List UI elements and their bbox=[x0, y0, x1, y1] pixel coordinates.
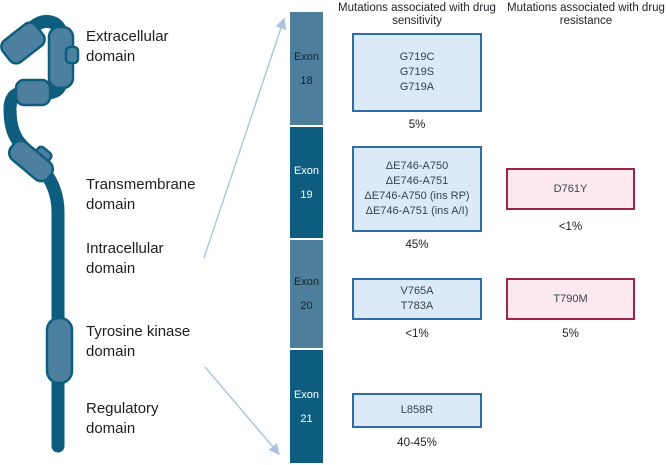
sensitivity-box-exon-21: L858R bbox=[352, 393, 482, 428]
exon-18-segment: Exon 18 bbox=[290, 12, 323, 125]
header-drug-resistance: Mutations associated with drug resistanc… bbox=[507, 2, 665, 27]
sensitivity-box-exon-20: V765A T783A bbox=[352, 278, 482, 320]
exon-number: 21 bbox=[300, 412, 313, 425]
frequency-exon-19-sensitivity: 45% bbox=[405, 239, 429, 251]
extracellular-domain-blob-3 bbox=[14, 78, 52, 107]
label-intracellular-domain: Intracellular domain bbox=[86, 240, 164, 277]
exon-bar: Exon 18 Exon 19 Exon 20 Exon 21 bbox=[290, 12, 323, 463]
exon-word: Exon bbox=[293, 388, 320, 401]
frequency-exon-20-resistance: 5% bbox=[562, 328, 579, 340]
protein-structure-icon bbox=[0, 14, 80, 453]
frequency-exon-20-sensitivity: <1% bbox=[405, 328, 429, 340]
exon-number: 18 bbox=[300, 74, 313, 87]
frequency-exon-19-resistance: <1% bbox=[558, 221, 583, 233]
exon-number: 19 bbox=[300, 188, 313, 201]
frequency-exon-18-sensitivity: 5% bbox=[408, 119, 426, 131]
header-drug-sensitivity: Mutations associated with drug sensitivi… bbox=[338, 2, 496, 27]
sensitivity-box-exon-18: G719C G719S G719A bbox=[352, 33, 482, 112]
arrow-up-icon bbox=[203, 17, 287, 259]
label-transmembrane-domain: Transmembrane domain bbox=[86, 176, 196, 213]
exon-20-segment: Exon 20 bbox=[290, 240, 323, 348]
exon-number: 20 bbox=[300, 300, 313, 312]
extracellular-domain-blob bbox=[0, 21, 46, 65]
transmembrane-domain-blob bbox=[7, 139, 55, 183]
exon-word: Exon bbox=[293, 164, 320, 177]
arrow-down-icon bbox=[204, 366, 280, 456]
label-regulatory-domain: Regulatory domain bbox=[86, 400, 159, 437]
label-tyrosine-kinase-domain: Tyrosine kinase domain bbox=[86, 323, 191, 360]
exon-word: Exon bbox=[293, 50, 320, 63]
sensitivity-box-exon-19: ΔE746-A750 ΔE746-A751 ΔE746-A750 (ins RP… bbox=[352, 146, 482, 232]
frequency-exon-21-sensitivity: 40-45% bbox=[397, 437, 437, 449]
receptor-ligand-notch bbox=[64, 45, 80, 65]
resistance-box-exon-19: D761Y bbox=[506, 168, 635, 210]
exon-21-segment: Exon 21 bbox=[290, 350, 323, 463]
tyrosine-kinase-domain-blob bbox=[45, 316, 74, 385]
resistance-box-exon-20: T790M bbox=[506, 278, 635, 320]
label-extracellular-domain: Extracellular domain bbox=[86, 28, 169, 65]
exon-word: Exon bbox=[293, 276, 320, 288]
exon-19-segment: Exon 19 bbox=[290, 127, 323, 238]
